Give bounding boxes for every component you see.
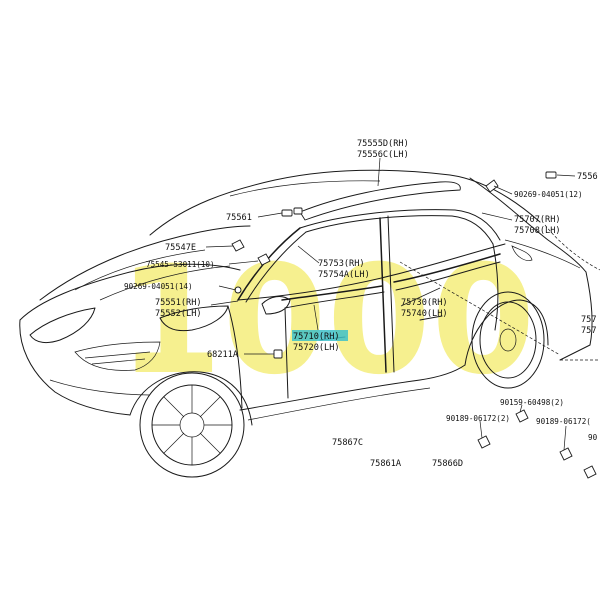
clip-75545 [257,253,271,266]
label-90269-right: 90269-04051(12) [514,190,583,199]
label-75555: 75555D(RH) [357,139,409,149]
front-wheel [139,372,245,478]
label-75561: 75561 [226,213,252,223]
label-75730: 75730(RH) [401,298,448,308]
label-75552: 75552(LH) [155,309,202,319]
lower-clips [477,409,597,479]
label-75740: 75740(LH) [401,309,448,319]
label-68211a: 68211A [207,350,239,360]
car-body-outline [19,169,593,426]
label-75556: 75556C(LH) [357,150,409,160]
rear-wheel [471,291,545,389]
label-75707: 75707(RH) [514,215,561,225]
label-757-right-2: 757 [581,326,597,336]
label-75710: 75710(RH) [293,332,340,342]
highlight-75710 [292,330,348,341]
detail-boundary [544,224,600,361]
label-75547e: 75547E [165,243,196,253]
label-75754a: 75754A(LH) [318,270,370,280]
roof-drip-moulding [299,181,461,221]
leader-lines [205,157,576,451]
label-90269-left: 90269-04051(14) [124,282,193,291]
label-90-right: 90 [588,433,598,442]
label-75753: 75753(RH) [318,259,365,269]
label-75720: 75720(LH) [293,343,340,353]
part-68211a [273,349,283,359]
clip-75547e [231,239,245,252]
roof-clips [281,171,557,217]
label-75545: 75545-53011(10) [146,260,215,269]
label-75861a: 75861A [370,459,402,469]
label-75867c: 75867C [332,438,363,448]
label-757-right-1: 757 [581,315,597,325]
label-90159: 90159-60498(2) [500,398,564,407]
label-90189-a: 90189-06172(2) [446,414,510,423]
label-75708: 75708(LH) [514,226,561,236]
label-75551: 75551(RH) [155,298,202,308]
label-90189-b: 90189-06172( [536,417,591,426]
watermark-text: 1000 [118,234,535,408]
label-75866d: 75866D [432,459,463,469]
label-7556-right: 7556 [577,172,598,182]
part-labels: 75555D(RH) 75556C(LH) 7556 90269-04051(1… [124,139,598,469]
